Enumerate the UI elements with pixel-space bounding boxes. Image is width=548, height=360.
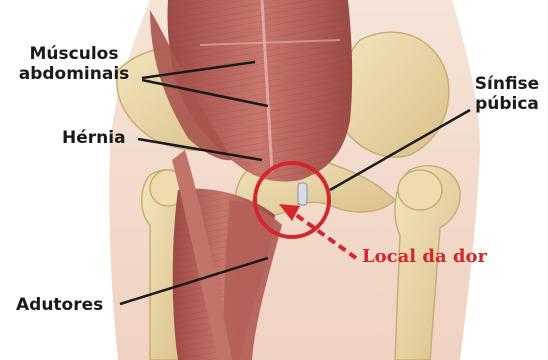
label-sinfise-line2: púbica	[468, 94, 546, 114]
label-musculos-line1: Músculos	[6, 44, 142, 64]
pubic-symphysis	[298, 183, 307, 205]
label-sinfise-pubica: Sínfise púbica	[468, 74, 546, 114]
label-local-da-dor: Local da dor	[362, 246, 487, 267]
label-adutores: Adutores	[16, 295, 103, 315]
label-sinfise-line1: Sínfise	[468, 74, 546, 94]
label-musculos-abdominais: Músculos abdominais	[6, 44, 142, 84]
label-hernia: Hérnia	[62, 128, 126, 148]
right-ilium	[340, 32, 449, 157]
right-femoral-head	[398, 170, 442, 210]
label-musculos-line2: abdominais	[6, 64, 142, 84]
